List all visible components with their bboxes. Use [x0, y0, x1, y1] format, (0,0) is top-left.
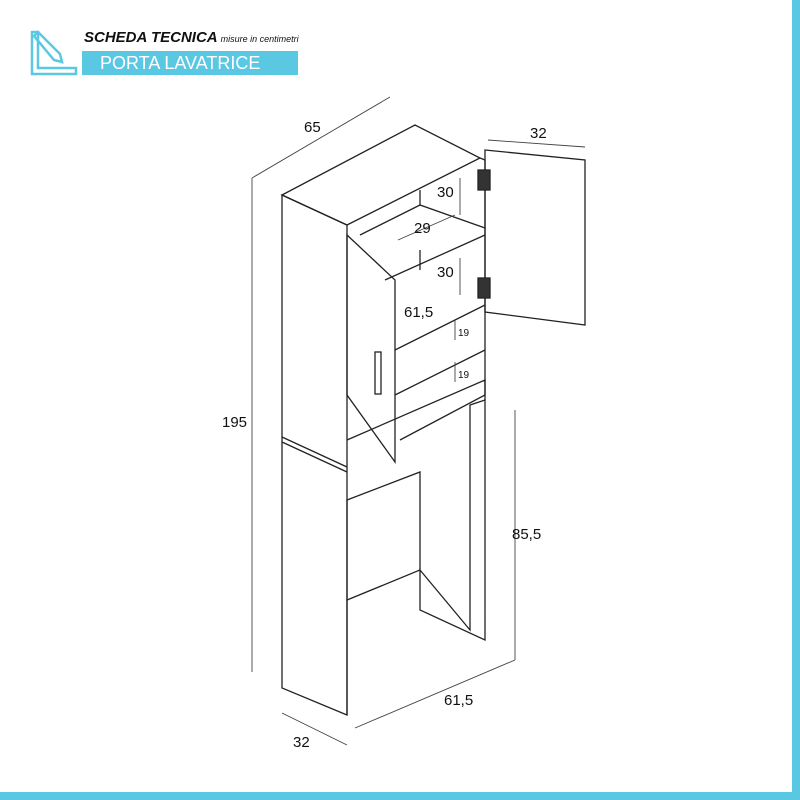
units-note: misure in centimetri: [220, 34, 299, 44]
cabinet-top: [280, 124, 482, 226]
accent-border-bottom: [0, 792, 800, 800]
dim-door-width: 32: [530, 125, 547, 142]
dim-inner-width: 61,5: [404, 304, 433, 321]
product-name: PORTA LAVATRICE: [82, 51, 298, 75]
dim-washer-width: 61,5: [444, 692, 473, 709]
hinge: [477, 277, 491, 299]
dim-small-shelf-2: 19: [458, 370, 470, 381]
dim-shelf-mid: 30: [437, 264, 454, 281]
left-door: [346, 233, 396, 465]
lower-panel: [346, 471, 421, 601]
hinge: [477, 169, 491, 191]
dim-side-depth: 32: [293, 734, 310, 751]
accent-border-right: [792, 0, 800, 800]
dim-shelf-depth: 29: [414, 220, 431, 237]
dim-washer-height: 85,5: [512, 526, 541, 543]
dim-height-total: 195: [222, 414, 247, 431]
door-handle: [374, 351, 382, 395]
dim-shelf-top: 30: [437, 184, 454, 201]
ruler-pencil-icon: [30, 30, 78, 76]
dim-width-total: 65: [304, 119, 321, 136]
dim-small-shelf-1: 19: [458, 328, 470, 339]
cabinet-side: [281, 193, 348, 716]
right-door: [484, 149, 586, 326]
